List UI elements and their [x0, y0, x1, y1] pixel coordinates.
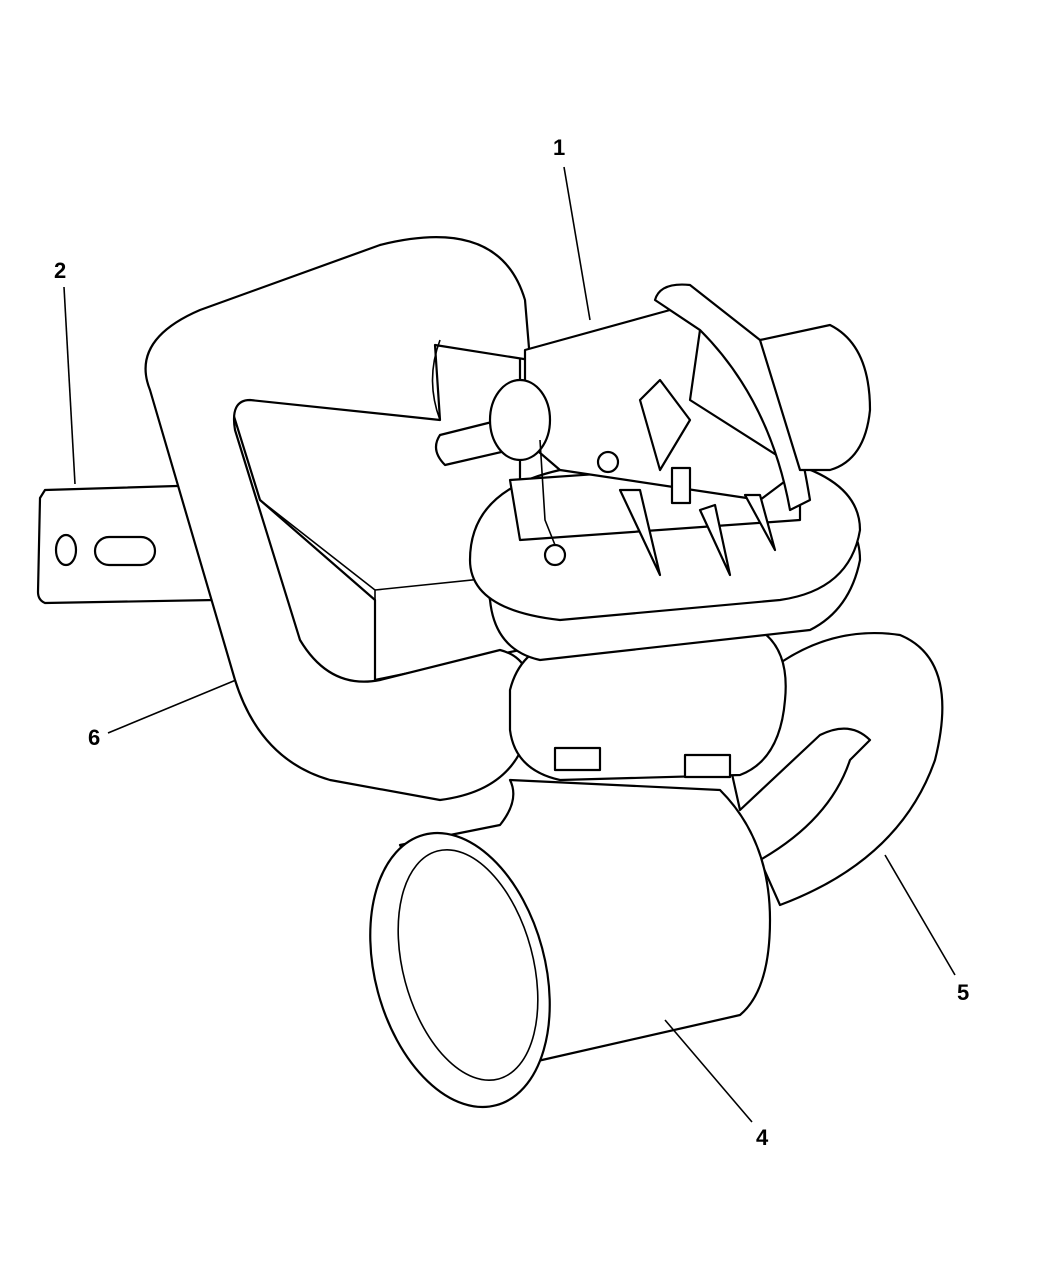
tube-pipe	[369, 778, 772, 1109]
hose-loop	[144, 236, 534, 802]
leader-line-1	[563, 166, 591, 321]
egr-valve	[434, 283, 872, 782]
leader-line-4	[664, 1019, 753, 1123]
callout-4: 4	[756, 1125, 769, 1150]
leader-line-6	[107, 679, 237, 734]
callout-5: 5	[957, 980, 970, 1005]
mounting-bracket	[36, 483, 217, 605]
callout-2: 2	[54, 258, 67, 283]
callout-6: 6	[88, 725, 101, 750]
leader-line-2	[63, 286, 76, 485]
leader-line-5	[884, 854, 956, 976]
callout-1: 1	[553, 135, 566, 160]
